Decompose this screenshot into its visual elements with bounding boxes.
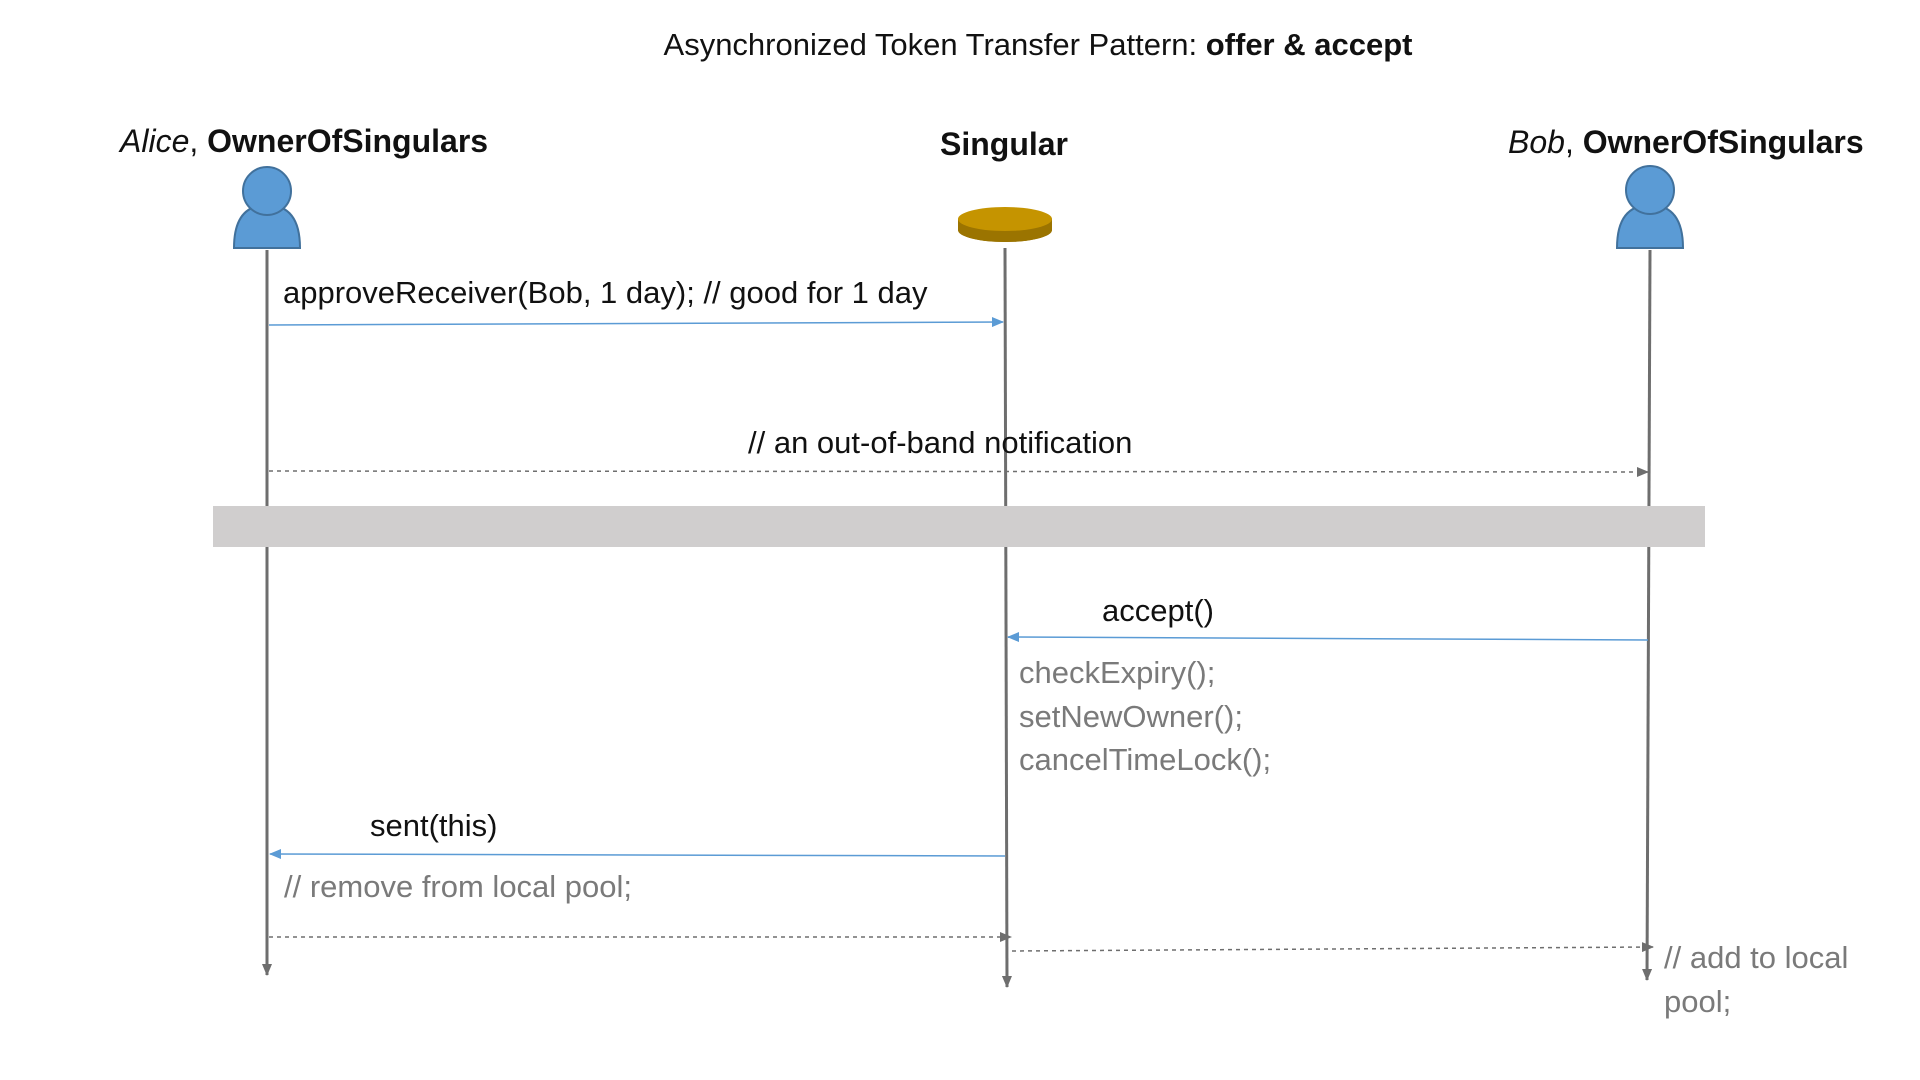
bob-action-note: pool;	[1664, 984, 1731, 1019]
accept-message-arrow	[1007, 632, 1649, 643]
singular-action-note: cancelTimeLock();	[1019, 742, 1271, 777]
actor-bob-separator: ,	[1565, 124, 1583, 160]
person-icon	[232, 166, 302, 249]
accept-message-label: accept()	[1102, 593, 1214, 628]
actor-alice-label: Alice, OwnerOfSingulars	[118, 123, 488, 159]
coin-icon	[958, 207, 1052, 242]
approve-message-label: approveReceiver(Bob, 1 day); // good for…	[283, 275, 928, 310]
time-gap-divider	[213, 506, 1705, 547]
actor-alice-name: Alice	[118, 123, 189, 159]
singular-action-note: setNewOwner();	[1019, 699, 1243, 734]
alice-action-note: // remove from local pool;	[284, 869, 632, 904]
sent-message-label: sent(this)	[370, 808, 497, 843]
bob-lifeline	[1642, 249, 1653, 981]
sent-message-arrow	[269, 849, 1006, 860]
bob-action-note: // add to local	[1664, 940, 1848, 975]
diagram-title-prefix: Asynchronized Token Transfer Pattern:	[664, 27, 1206, 62]
singular-lifeline	[1001, 247, 1012, 988]
actor-alice-role: OwnerOfSingulars	[207, 123, 488, 159]
singular-action-note: checkExpiry();	[1019, 655, 1215, 690]
actor-alice-separator: ,	[189, 123, 207, 159]
diagram-title-emphasis: offer & accept	[1206, 27, 1413, 62]
notification-message-label: // an out-of-band notification	[748, 425, 1132, 460]
approve-message-arrow	[268, 317, 1004, 328]
notification-message-arrow	[268, 466, 1649, 477]
actor-bob-role: OwnerOfSingulars	[1583, 124, 1864, 160]
actor-bob-label: Bob, OwnerOfSingulars	[1508, 124, 1864, 160]
diagram-title: Asynchronized Token Transfer Pattern: of…	[664, 27, 1413, 62]
actor-bob-name: Bob	[1508, 124, 1565, 160]
person-icon	[1615, 165, 1685, 249]
singular-to-bob-dashed-arrow	[1011, 942, 1654, 953]
actor-singular-label: Singular	[940, 126, 1068, 162]
